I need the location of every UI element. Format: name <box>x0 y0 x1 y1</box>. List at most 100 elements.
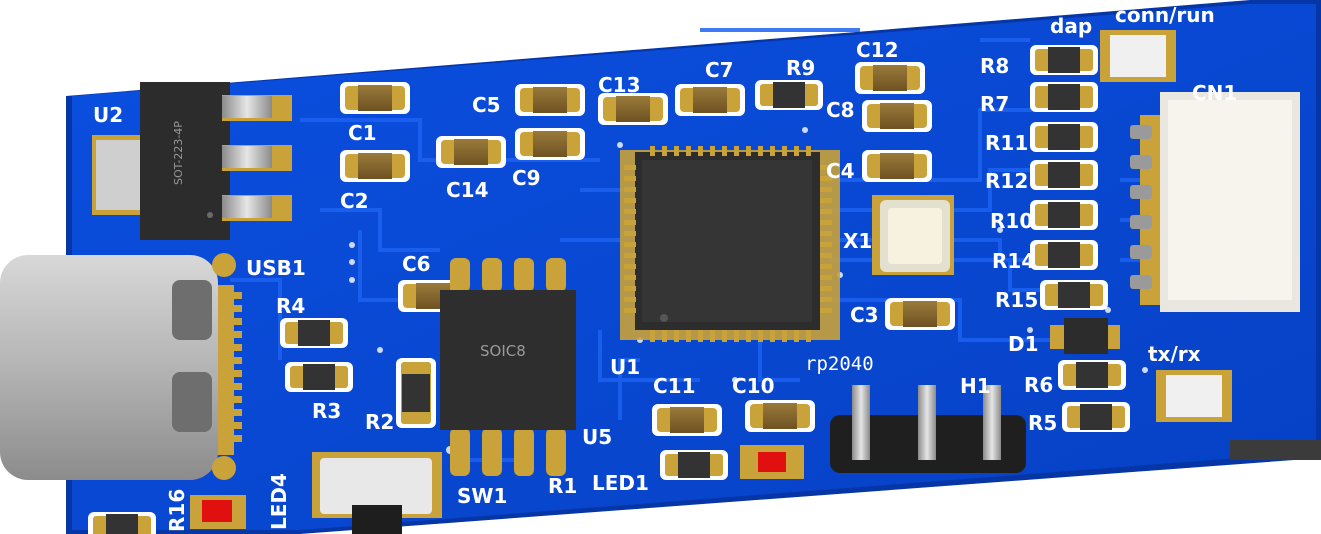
label-r5: R5 <box>1028 411 1057 435</box>
mcu-pin <box>624 187 636 192</box>
header-h1 <box>830 385 1026 473</box>
mcu-pin <box>820 209 832 214</box>
status-leds <box>190 30 1232 529</box>
capacitor <box>436 136 506 168</box>
mcu-pin <box>820 220 832 225</box>
capacitor <box>515 84 585 116</box>
usb-contact <box>228 435 242 442</box>
resistor-r2-body <box>396 358 436 428</box>
watermark-url: mbb.eet-china.com <box>1188 511 1304 525</box>
capacitor <box>745 400 815 432</box>
label-u5: U5 <box>582 425 612 449</box>
cn1-pin <box>1130 275 1152 289</box>
flash-soic8-u5: SOIC8 <box>440 258 576 476</box>
capacitor <box>885 298 955 330</box>
label-c3: C3 <box>850 303 879 327</box>
u5-marking: SOIC8 <box>480 342 526 360</box>
cn1-pin <box>1130 125 1152 139</box>
mcu-pin <box>624 231 636 236</box>
resistor <box>1030 45 1098 75</box>
mcu-pin <box>624 264 636 269</box>
label-u1: U1 <box>610 355 640 379</box>
usb-c-connector <box>0 253 242 480</box>
usb-contact <box>228 383 242 390</box>
resistor <box>1030 240 1098 270</box>
mcu-pin <box>674 146 679 156</box>
mcu-pin <box>782 146 787 156</box>
resistor <box>1030 200 1098 230</box>
mcu-pin <box>698 146 703 156</box>
mcu-pin <box>820 231 832 236</box>
mcu-pin <box>624 176 636 181</box>
mcu-rp2040 <box>620 146 840 342</box>
label-r9: R9 <box>786 56 815 80</box>
mcu-pin <box>820 176 832 181</box>
label-c14: C14 <box>446 178 489 202</box>
diode-d1 <box>1050 318 1120 354</box>
mcu-pin <box>820 308 832 313</box>
mcu-pin <box>624 165 636 170</box>
label-r8: R8 <box>980 54 1009 78</box>
resistor <box>755 80 823 110</box>
label-r11: R11 <box>985 131 1028 155</box>
cn1-pin <box>1130 185 1152 199</box>
label-d1: D1 <box>1008 332 1039 356</box>
resistor <box>1040 280 1108 310</box>
label-c6: C6 <box>402 252 431 276</box>
label-led4: LED4 <box>267 473 291 530</box>
capacitor <box>652 404 722 436</box>
label-sw1: SW1 <box>457 484 507 508</box>
mcu-pin <box>734 146 739 156</box>
mcu-pin <box>758 330 763 342</box>
usb-contact <box>228 422 242 429</box>
label-tx-rx: tx/rx <box>1148 342 1201 366</box>
mcu-pin <box>794 330 799 342</box>
label-c11: C11 <box>653 374 696 398</box>
capacitor <box>598 93 668 125</box>
capacitor <box>515 128 585 160</box>
mcu-pin <box>698 330 703 342</box>
label-r15: R15 <box>995 288 1038 312</box>
mcu-pin <box>722 146 727 156</box>
capacitor <box>340 82 410 114</box>
mcu-pin <box>686 146 691 156</box>
label-c8: C8 <box>826 98 855 122</box>
label-r1: R1 <box>548 474 577 498</box>
connector-cn1 <box>1130 92 1300 312</box>
resistors <box>88 45 1130 534</box>
usb-contact <box>228 305 242 312</box>
mcu-pin <box>820 165 832 170</box>
mcu-pin <box>624 220 636 225</box>
resistor <box>1062 402 1130 432</box>
label-r4: R4 <box>276 294 305 318</box>
label-r16: R16 <box>165 489 189 532</box>
mcu-pin <box>746 330 751 342</box>
usb-contact <box>228 344 242 351</box>
capacitor <box>675 84 745 116</box>
mcu-pin <box>820 275 832 280</box>
cn1-pin <box>1130 215 1152 229</box>
cn1-pin <box>1130 245 1152 259</box>
label-c12: C12 <box>856 38 899 62</box>
mcu-pin <box>624 286 636 291</box>
mcu-pin <box>746 146 751 156</box>
mcu-pin <box>820 264 832 269</box>
resistor <box>280 318 348 348</box>
label-led1: LED1 <box>592 471 649 495</box>
usb-contact <box>228 292 242 299</box>
mcu-pin <box>820 253 832 258</box>
mcu-pin <box>662 330 667 342</box>
resistor <box>660 450 728 480</box>
mcu-pin <box>820 242 832 247</box>
mcu-pin <box>710 146 715 156</box>
capacitors <box>340 62 955 436</box>
mcu-pin <box>710 330 715 342</box>
resistor <box>1030 160 1098 190</box>
label-r14: R14 <box>992 249 1035 273</box>
label-u2: U2 <box>93 103 123 127</box>
label-r6: R6 <box>1024 373 1053 397</box>
mcu-pin <box>624 198 636 203</box>
mcu-pin <box>650 330 655 342</box>
watermark-logo-icon <box>1141 486 1179 524</box>
